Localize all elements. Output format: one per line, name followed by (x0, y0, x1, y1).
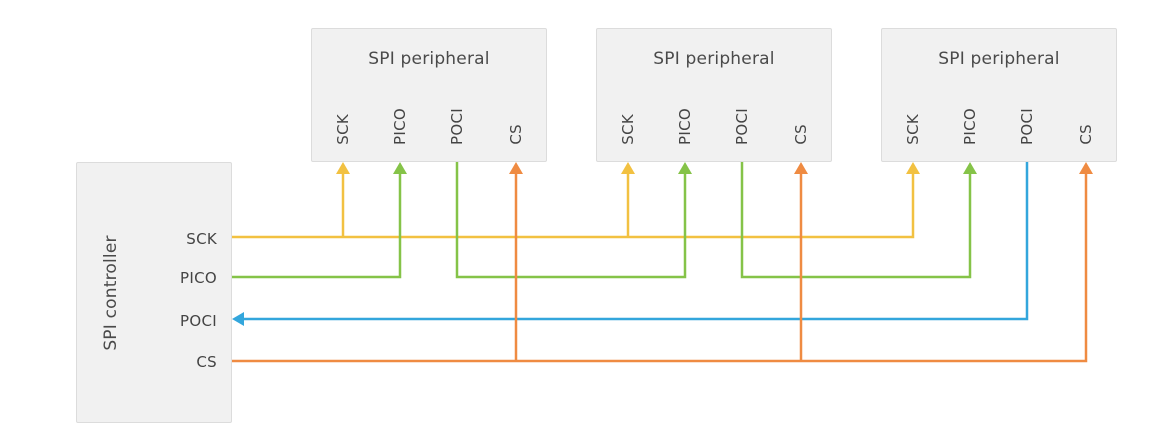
spi-peripheral-1-title: SPI peripheral (368, 49, 490, 69)
wire-pico-5 (740, 162, 972, 279)
wire-pico-3 (232, 173, 402, 279)
spi-peripheral-box-1: SPI peripheral SCK PICO POCI CS (311, 28, 547, 162)
peripheral-3-pin-pico: PICO (961, 108, 979, 145)
peripheral-3-pin-poci: POCI (1018, 108, 1036, 145)
arrowhead-cs-8 (509, 162, 523, 174)
spi-controller-label: SPI controller (101, 234, 121, 351)
peripheral-1-pin-pico: PICO (391, 108, 409, 145)
controller-pin-sck: SCK (186, 230, 217, 248)
spi-peripheral-3-title: SPI peripheral (938, 49, 1060, 69)
peripheral-1-pin-poci: POCI (448, 108, 466, 145)
peripheral-2-pin-pico: PICO (676, 108, 694, 145)
arrowhead-pico-4 (678, 162, 692, 174)
arrowhead-cs-7 (1079, 162, 1093, 174)
spi-peripheral-box-3: SPI peripheral SCK PICO POCI CS (881, 28, 1117, 162)
arrowhead-sck-0 (906, 162, 920, 174)
arrowhead-sck-1 (336, 162, 350, 174)
peripheral-1-pin-sck: SCK (334, 114, 352, 145)
spi-peripheral-2-title: SPI peripheral (653, 49, 775, 69)
peripheral-2-pin-poci: POCI (733, 108, 751, 145)
wire-poci-6 (243, 162, 1029, 321)
spi-controller-box: SPI controller SCK PICO POCI CS (76, 162, 232, 423)
peripheral-2-pin-cs: CS (792, 124, 810, 145)
peripheral-1-pin-cs: CS (507, 124, 525, 145)
arrowhead-poci-6 (232, 312, 244, 326)
peripheral-3-pin-cs: CS (1077, 124, 1095, 145)
peripheral-3-pin-sck: SCK (904, 114, 922, 145)
arrowhead-pico-3 (393, 162, 407, 174)
wire-sck-0 (232, 173, 915, 239)
controller-pin-poci: POCI (180, 312, 217, 330)
wire-pico-4 (455, 162, 687, 279)
peripheral-2-pin-sck: SCK (619, 114, 637, 145)
controller-pin-pico: PICO (180, 269, 217, 287)
arrowhead-pico-5 (963, 162, 977, 174)
spi-peripheral-box-2: SPI peripheral SCK PICO POCI CS (596, 28, 832, 162)
wire-cs-7 (232, 173, 1088, 363)
arrowhead-cs-9 (794, 162, 808, 174)
controller-pin-cs: CS (196, 353, 217, 371)
arrowhead-sck-2 (621, 162, 635, 174)
